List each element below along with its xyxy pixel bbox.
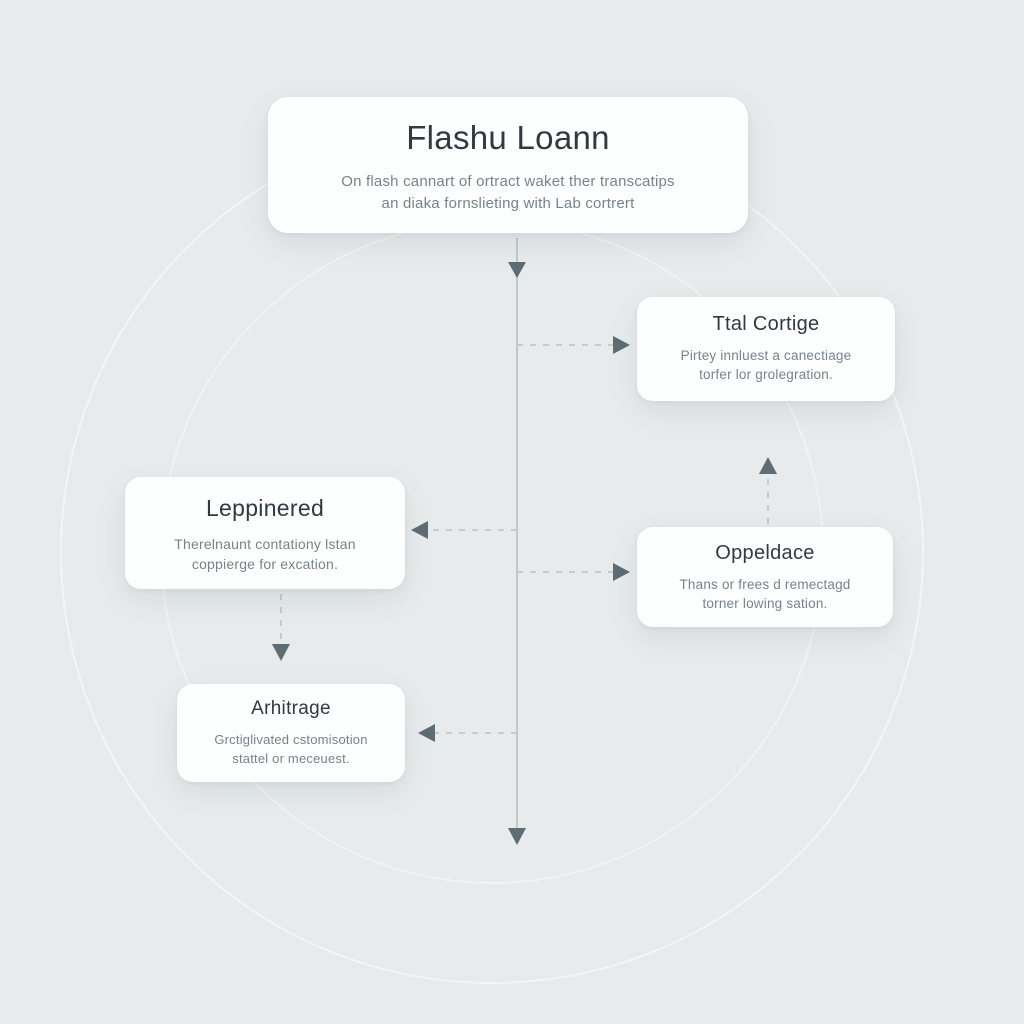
arrow-right-ttal-cortige-icon: [613, 336, 630, 354]
arrow-right-oppeldace-icon: [613, 563, 630, 581]
arrow-down-bottom-icon: [508, 828, 526, 845]
node-flash-loan-title: Flashu Loann: [406, 119, 610, 156]
node-arhitrage-subtitle-line1: Grctiglivated cstomisotion: [214, 732, 368, 747]
arrow-up-ttal-cortige-icon: [759, 457, 777, 474]
node-oppeldace-subtitle-line2: torner lowing sation.: [702, 596, 828, 611]
node-oppeldace: Oppeldace Thans or frees d remectagd tor…: [637, 527, 893, 627]
node-arhitrage: Arhitrage Grctiglivated cstomisotion sta…: [177, 684, 405, 782]
node-arhitrage-title: Arhitrage: [251, 698, 331, 719]
node-ttal-cortige: Ttal Cortige Pirtey innluest a canectiag…: [637, 297, 895, 401]
arrow-left-leppinered-icon: [411, 521, 428, 539]
node-leppinered-subtitle-line2: coppierge for excation.: [191, 556, 339, 572]
node-leppinered-subtitle-line1: Therelnaunt contationy lstan: [174, 536, 356, 552]
node-ttal-cortige-title: Ttal Cortige: [712, 313, 820, 335]
node-flash-loan-subtitle-line1: On flash cannart of ortract waket ther t…: [341, 173, 675, 190]
arrow-down-arhitrage-icon: [272, 644, 290, 661]
arrow-down-top-icon: [508, 262, 526, 278]
arrow-left-arhitrage-icon: [418, 724, 435, 742]
node-flash-loan-subtitle-line2: an diaka fornslieting with Lab cortrert: [381, 195, 635, 212]
node-oppeldace-subtitle-line1: Thans or frees d remectagd: [679, 577, 851, 592]
node-arhitrage-subtitle-line2: stattel or meceuest.: [232, 751, 350, 766]
node-leppinered: Leppinered Therelnaunt contationy lstan …: [125, 477, 405, 589]
node-flash-loan: Flashu Loann On flash cannart of ortract…: [268, 97, 748, 233]
node-oppeldace-title: Oppeldace: [715, 542, 815, 564]
node-ttal-cortige-subtitle-line2: torfer lor grolegration.: [699, 367, 833, 382]
node-leppinered-title: Leppinered: [205, 495, 325, 521]
node-ttal-cortige-subtitle-line1: Pirtey innluest a canectiage: [680, 348, 852, 363]
